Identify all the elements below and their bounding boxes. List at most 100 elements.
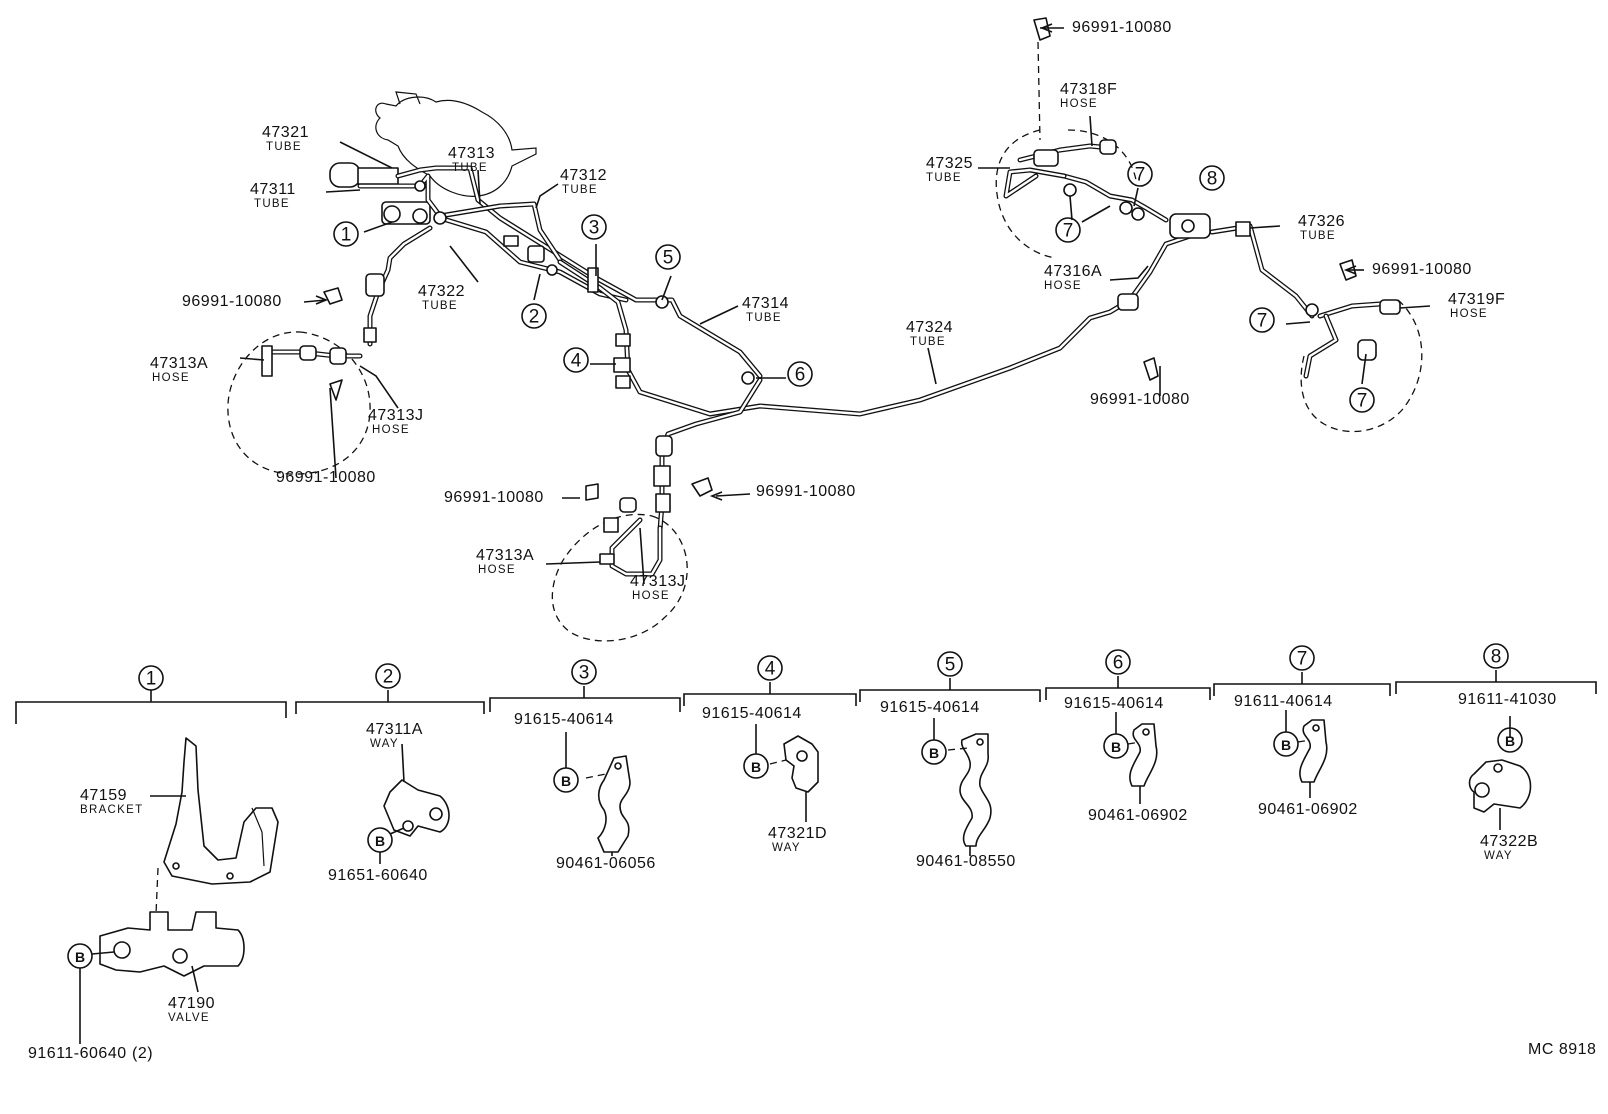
- group-brackets: [15, 670, 1597, 724]
- g2-bolt-number: 91651-60640: [328, 867, 428, 884]
- label-47313-type: TUBE: [452, 162, 488, 174]
- g3-bolt-number: 91615-40614: [514, 711, 614, 728]
- label-47313J-center-type: HOSE: [632, 590, 670, 602]
- label-47324-type: TUBE: [910, 336, 946, 348]
- label-47314: 47314: [742, 295, 789, 312]
- g4-part-number: 47321D: [768, 825, 827, 842]
- callout-4-upper: 4: [571, 351, 582, 372]
- callout-6-upper: 6: [795, 365, 806, 386]
- callout-2-upper: 2: [529, 307, 540, 328]
- label-47318F: 47318F: [1060, 81, 1117, 98]
- g8-bolt-number: 91611-41030: [1458, 691, 1557, 708]
- group-6-clamp: B 91615-40614 90461-06902: [1064, 695, 1188, 824]
- callout-1-lower: 1: [146, 669, 157, 690]
- g4-bolt-number: 91615-40614: [702, 705, 802, 722]
- label-clip-left: 96991-10080: [182, 293, 282, 310]
- label-47322: 47322: [418, 283, 465, 300]
- g2-part-name: WAY: [370, 738, 399, 750]
- group-1-bracket-valve: B 47159 BRACKET 47190 VALVE 91611-60640 …: [28, 737, 279, 1062]
- right-lower-wheel-area: [1300, 299, 1423, 433]
- label-47319F-type: HOSE: [1450, 308, 1488, 320]
- label-47316A: 47316A: [1044, 263, 1102, 280]
- fittings: [363, 180, 1319, 513]
- group-7-clamp: B 91611-40614 90461-06902: [1234, 693, 1358, 818]
- g7-clamp-number: 90461-06902: [1258, 801, 1358, 818]
- left-wheel-area: [227, 331, 371, 475]
- g1-bracket-number: 47159: [80, 787, 127, 804]
- b-symbol-g1: B: [75, 949, 85, 965]
- callout-4-lower: 4: [765, 659, 776, 680]
- g5-bolt-number: 91615-40614: [880, 699, 980, 716]
- g6-bolt-number: 91615-40614: [1064, 695, 1164, 712]
- b-symbol-g6: B: [1111, 739, 1121, 755]
- callout-circles-upper: 1 2 3 4 5 6 7 7 7 7 8: [333, 161, 1375, 413]
- g1-valve-name: VALVE: [168, 1012, 210, 1024]
- label-clip-right: 96991-10080: [1372, 261, 1472, 278]
- label-47326: 47326: [1298, 213, 1345, 230]
- g3-clamp-number: 90461-06056: [556, 855, 656, 872]
- callout-7-upper-d: 7: [1357, 391, 1368, 412]
- b-symbol-g2: B: [375, 833, 385, 849]
- label-47321: 47321: [262, 124, 309, 141]
- label-47326-type: TUBE: [1300, 230, 1336, 242]
- g1-bracket-name: BRACKET: [80, 804, 143, 816]
- g1-bolt-qty: (2): [132, 1045, 153, 1062]
- label-clip-center-left: 96991-10080: [444, 489, 544, 506]
- g8-part-number: 47322B: [1480, 833, 1538, 850]
- clip-icons: [323, 17, 1357, 501]
- callout-3-upper: 3: [589, 218, 600, 239]
- group-8-way: B 91611-41030 47322B WAY: [1458, 691, 1557, 862]
- g7-bolt-number: 91611-40614: [1234, 693, 1333, 710]
- b-symbol-g5: B: [929, 745, 939, 761]
- right-top-wheel-area: [995, 129, 1137, 259]
- group-3-clamp: B 91615-40614 90461-06056: [514, 711, 656, 872]
- label-47313J-center: 47313J: [630, 573, 686, 590]
- label-47325: 47325: [926, 155, 973, 172]
- b-symbol-g8: B: [1505, 733, 1515, 749]
- label-47313A-left: 47313A: [150, 355, 208, 372]
- label-47313A-left-type: HOSE: [152, 372, 190, 384]
- callout-7-lower: 7: [1297, 649, 1308, 670]
- g1-bolt-number: 91611-60640: [28, 1045, 127, 1062]
- label-47325-type: TUBE: [926, 172, 962, 184]
- label-47312-type: TUBE: [562, 184, 598, 196]
- label-47316A-type: HOSE: [1044, 280, 1082, 292]
- callout-7-upper-b: 7: [1063, 221, 1074, 242]
- callout-6-lower: 6: [1113, 653, 1124, 674]
- g2-part-number: 47311A: [366, 721, 423, 738]
- label-47313A-center-type: HOSE: [478, 564, 516, 576]
- b-symbol-g4: B: [751, 759, 761, 775]
- callout-2-lower: 2: [383, 667, 394, 688]
- b-symbol-g3: B: [561, 773, 571, 789]
- label-47318F-type: HOSE: [1060, 98, 1098, 110]
- group-2-way: B 47311A WAY 91651-60640: [328, 721, 450, 884]
- label-47322-type: TUBE: [422, 300, 458, 312]
- label-clip-top: 96991-10080: [1072, 19, 1172, 36]
- center-wheel-area: [551, 497, 688, 642]
- figure-code: MC 8918: [1528, 1041, 1596, 1058]
- label-47324: 47324: [906, 319, 953, 336]
- group-4-way: B 91615-40614 47321D WAY: [702, 705, 827, 854]
- label-47313: 47313: [448, 145, 495, 162]
- label-clip-left-lower: 96991-10080: [276, 469, 376, 486]
- label-clip-right-mid: 96991-10080: [1090, 391, 1190, 408]
- label-47312: 47312: [560, 167, 607, 184]
- callout-8-upper: 8: [1207, 169, 1218, 190]
- callout-8-lower: 8: [1491, 647, 1502, 668]
- g6-clamp-number: 90461-06902: [1088, 807, 1188, 824]
- label-47319F: 47319F: [1448, 291, 1505, 308]
- label-47313A-center: 47313A: [476, 547, 534, 564]
- label-clip-center-right: 96991-10080: [756, 483, 856, 500]
- callout-7-upper-a: 7: [1135, 165, 1146, 186]
- label-47313J-left-type: HOSE: [372, 424, 410, 436]
- callout-5-lower: 5: [945, 655, 956, 676]
- master-cylinder-outline: [375, 91, 537, 197]
- b-symbol-g7: B: [1281, 737, 1291, 753]
- g5-clamp-number: 90461-08550: [916, 853, 1016, 870]
- brake-pipes: [357, 165, 1315, 533]
- label-47321-type: TUBE: [266, 141, 302, 153]
- label-47313J-left: 47313J: [368, 407, 424, 424]
- g4-part-name: WAY: [772, 842, 801, 854]
